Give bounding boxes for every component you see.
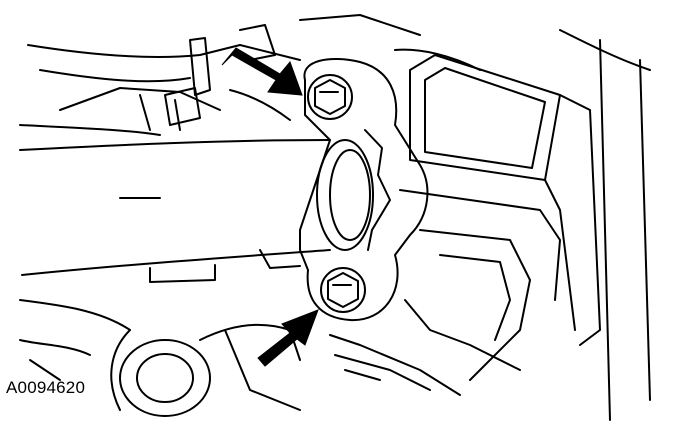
arrow-pointer-icon xyxy=(257,309,319,367)
figure-code-label: A0094620 xyxy=(6,378,86,397)
flange-bolt-lower xyxy=(320,267,366,313)
exhaust-flange xyxy=(299,58,429,322)
lower-components xyxy=(19,299,461,417)
bracket-structure xyxy=(399,29,651,421)
flange-bolt-upper xyxy=(307,74,353,120)
exhaust-pipe xyxy=(19,139,374,283)
engine-background xyxy=(19,14,481,136)
arrow-pointer-icon xyxy=(221,47,303,96)
